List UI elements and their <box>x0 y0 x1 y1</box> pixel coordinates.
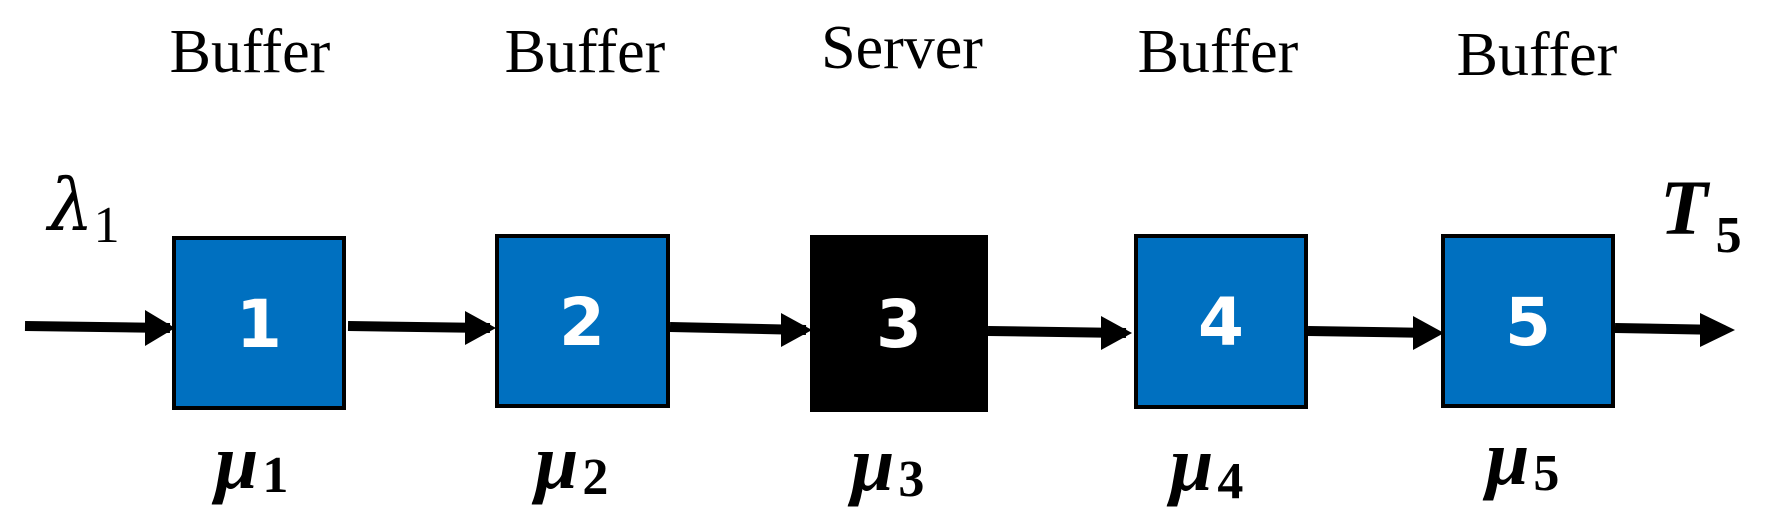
arrowheads <box>145 310 1735 350</box>
rate-label-5: μ5 <box>1482 414 1559 502</box>
role-label-2: Buffer <box>505 18 666 86</box>
node-4-number: 4 <box>1198 284 1244 361</box>
rate-5-subscript: 5 <box>1533 445 1559 502</box>
node-2: 2 <box>495 234 670 408</box>
node-3: 3 <box>810 235 988 412</box>
node-2-box <box>495 234 670 408</box>
rate-5-symbol: μ <box>1482 414 1529 501</box>
rate-4-subscript: 4 <box>1217 453 1243 510</box>
node-3-box <box>810 235 988 412</box>
role-label-1: Buffer <box>170 18 331 86</box>
input-arrowhead <box>145 310 175 346</box>
rate-2-symbol: μ <box>531 418 578 505</box>
arrowhead-1-to-2 <box>465 311 496 345</box>
output-throughput-symbol: T <box>1660 164 1711 251</box>
rate-label-1: μ1 <box>211 418 288 505</box>
rate-3-subscript: 3 <box>898 451 924 508</box>
arrowhead-3-to-4 <box>1101 316 1132 350</box>
node-1-number: 1 <box>236 286 282 363</box>
node-3-number: 3 <box>876 286 922 363</box>
output-arrowhead <box>1700 313 1735 347</box>
input-rate-symbol: λ <box>45 163 94 247</box>
rate-4-symbol: μ <box>1166 420 1213 507</box>
node-5-box <box>1441 234 1615 408</box>
node-5-number: 5 <box>1505 284 1551 361</box>
rate-2-subscript: 2 <box>582 449 608 506</box>
rate-label-3: μ3 <box>847 420 924 508</box>
rate-label-4: μ4 <box>1166 420 1243 510</box>
role-label-4: Buffer <box>1138 18 1299 86</box>
node-2-number: 2 <box>559 284 605 361</box>
node-1: 1 <box>172 236 346 410</box>
rate-label-2: μ2 <box>531 418 608 506</box>
input-rate-label: λ1 <box>45 163 120 254</box>
node-5: 5 <box>1441 234 1615 408</box>
arrowhead-4-to-5 <box>1413 316 1444 350</box>
arrowhead-2-to-3 <box>781 313 812 347</box>
role-label-3: Server <box>821 14 983 82</box>
rate-1-symbol: μ <box>211 418 258 505</box>
role-label-5: Buffer <box>1457 21 1618 89</box>
rate-3-symbol: μ <box>847 420 894 507</box>
node-4: 4 <box>1134 234 1308 409</box>
rate-1-subscript: 1 <box>262 447 288 504</box>
node-1-box <box>172 236 346 410</box>
input-rate-subscript: 1 <box>94 197 120 254</box>
node-4-box <box>1134 234 1308 409</box>
output-throughput-subscript: 5 <box>1716 207 1742 264</box>
